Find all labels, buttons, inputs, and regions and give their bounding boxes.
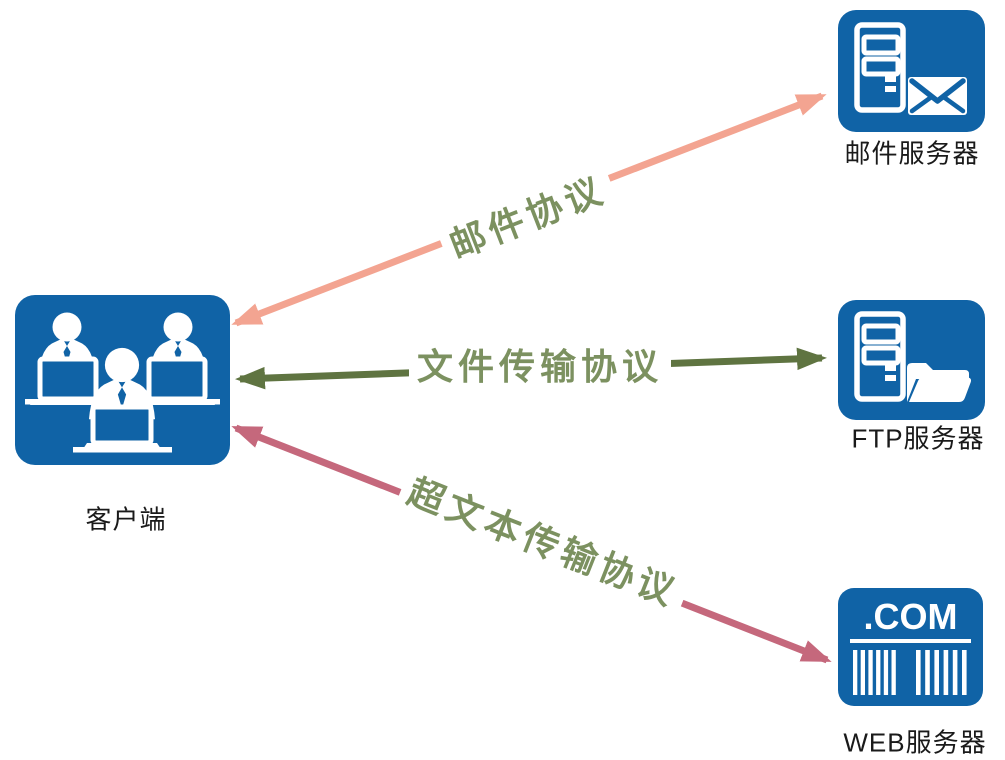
- ftp-server-label: FTP服务器: [851, 423, 985, 454]
- server-with-envelope-icon: [838, 10, 985, 132]
- client-node: [15, 295, 230, 465]
- mail-server-node: [838, 10, 985, 132]
- client-icon-figures: [25, 312, 220, 453]
- web-server-label: WEB服务器: [843, 727, 987, 758]
- ftp-server-node: [838, 300, 985, 420]
- server-tower: [854, 311, 906, 402]
- mail-server-label: 邮件服务器: [844, 138, 980, 169]
- users-at-laptops-icon: [15, 295, 230, 465]
- folder-icon: [907, 363, 972, 402]
- web-server-node: .COM: [838, 588, 983, 706]
- dotcom-text: .COM: [864, 596, 958, 637]
- envelope-icon: [908, 77, 967, 115]
- barcode: [853, 650, 967, 695]
- client-label: 客户端: [85, 504, 167, 535]
- server-tower: [854, 22, 906, 113]
- divider-line: [850, 639, 971, 643]
- dotcom-barcode-icon: .COM: [838, 588, 983, 706]
- server-with-folder-icon: [838, 300, 985, 420]
- ftp-protocol-label: 文件传输协议: [408, 345, 672, 389]
